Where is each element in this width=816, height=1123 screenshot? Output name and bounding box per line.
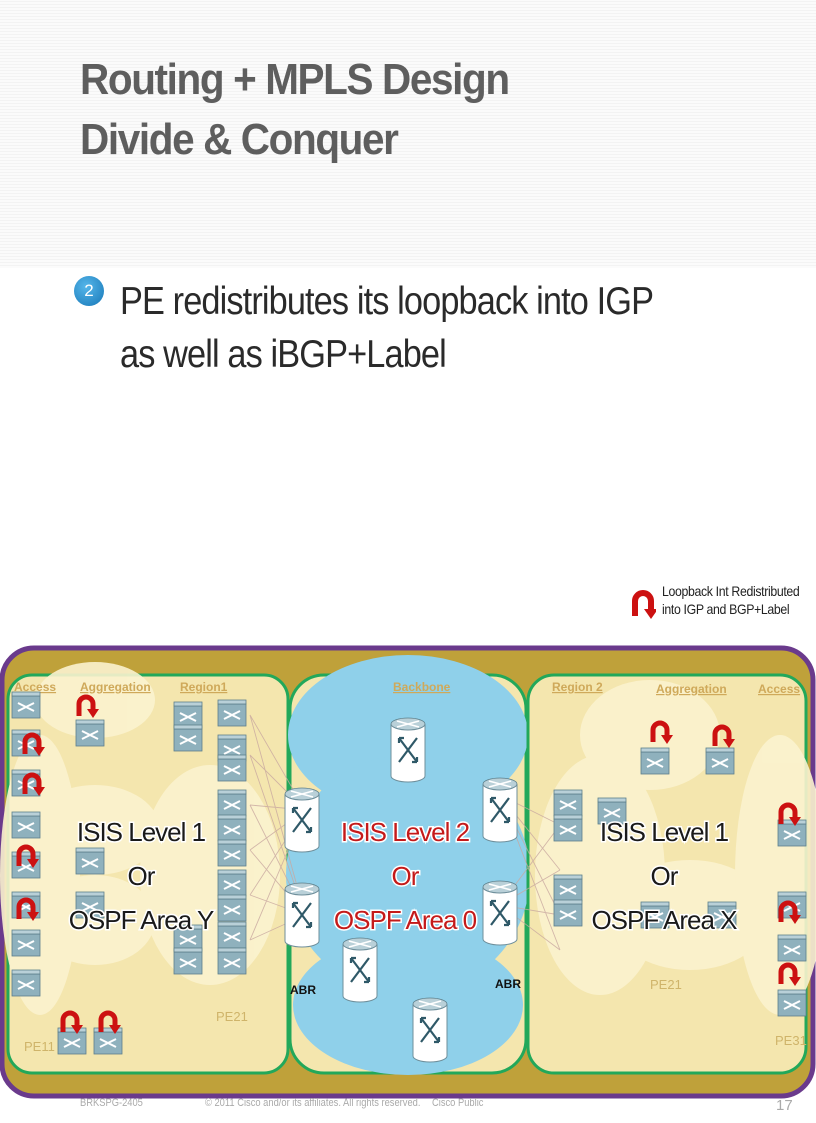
- left-protocol-line2: Or: [128, 861, 156, 891]
- backbone-protocol-line3: OSPF Area 0: [334, 905, 477, 935]
- title-band: [0, 0, 816, 268]
- right-label-aggregation: Aggregation: [656, 682, 727, 696]
- right-pe21-label: PE21: [650, 977, 682, 992]
- network-diagram: Access Aggregation Region1 Backbone Regi…: [0, 645, 816, 1099]
- legend: Loopback Int Redistributed into IGP and …: [630, 582, 816, 632]
- right-label-region2: Region 2: [552, 680, 603, 694]
- slide-title: Routing + MPLS Design Divide & Conquer: [80, 50, 510, 170]
- footer-copyright: © 2011 Cisco and/or its affiliates. All …: [205, 1097, 421, 1109]
- right-protocol-line1: ISIS Level 1: [600, 817, 729, 847]
- backbone-protocol-line2: Or: [392, 861, 420, 891]
- left-protocol-line3: OSPF Area Y: [69, 905, 214, 935]
- backbone-label: Backbone: [393, 680, 451, 694]
- left-label-access: Access: [14, 680, 56, 694]
- loopback-arrow-icon: [632, 590, 656, 619]
- left-protocol-line1: ISIS Level 1: [77, 817, 206, 847]
- mesh-links: [249, 714, 561, 951]
- left-pe21-label: PE21: [216, 1009, 248, 1024]
- right-protocol-line3: OSPF Area X: [591, 905, 737, 935]
- slide-title-line1: Routing + MPLS Design: [80, 55, 510, 104]
- right-pe31-label: PE31: [775, 1033, 807, 1048]
- legend-line1: Loopback Int Redistributed: [662, 583, 800, 599]
- page-number: 17: [776, 1097, 793, 1114]
- footer-classification: Cisco Public: [432, 1097, 484, 1109]
- footer-session: BRKSPG-2405: [80, 1097, 143, 1109]
- slide-title-line2: Divide & Conquer: [80, 115, 399, 164]
- legend-text: Loopback Int Redistributed into IGP and …: [662, 582, 816, 618]
- backbone-protocol-line1: ISIS Level 2: [341, 817, 470, 847]
- abr-left-label: ABR: [290, 983, 316, 997]
- left-pe11-label: PE11: [24, 1039, 55, 1054]
- legend-line2: into IGP and BGP+Label: [662, 601, 790, 617]
- left-label-region1: Region1: [180, 680, 228, 694]
- right-label-access: Access: [758, 682, 800, 696]
- right-protocol-line2: Or: [651, 861, 679, 891]
- bullet-number-badge: 2: [74, 276, 104, 306]
- left-label-aggregation: Aggregation: [80, 680, 151, 694]
- bullet-text: PE redistributes its loopback into IGP a…: [120, 280, 653, 376]
- abr-right-label: ABR: [495, 977, 521, 991]
